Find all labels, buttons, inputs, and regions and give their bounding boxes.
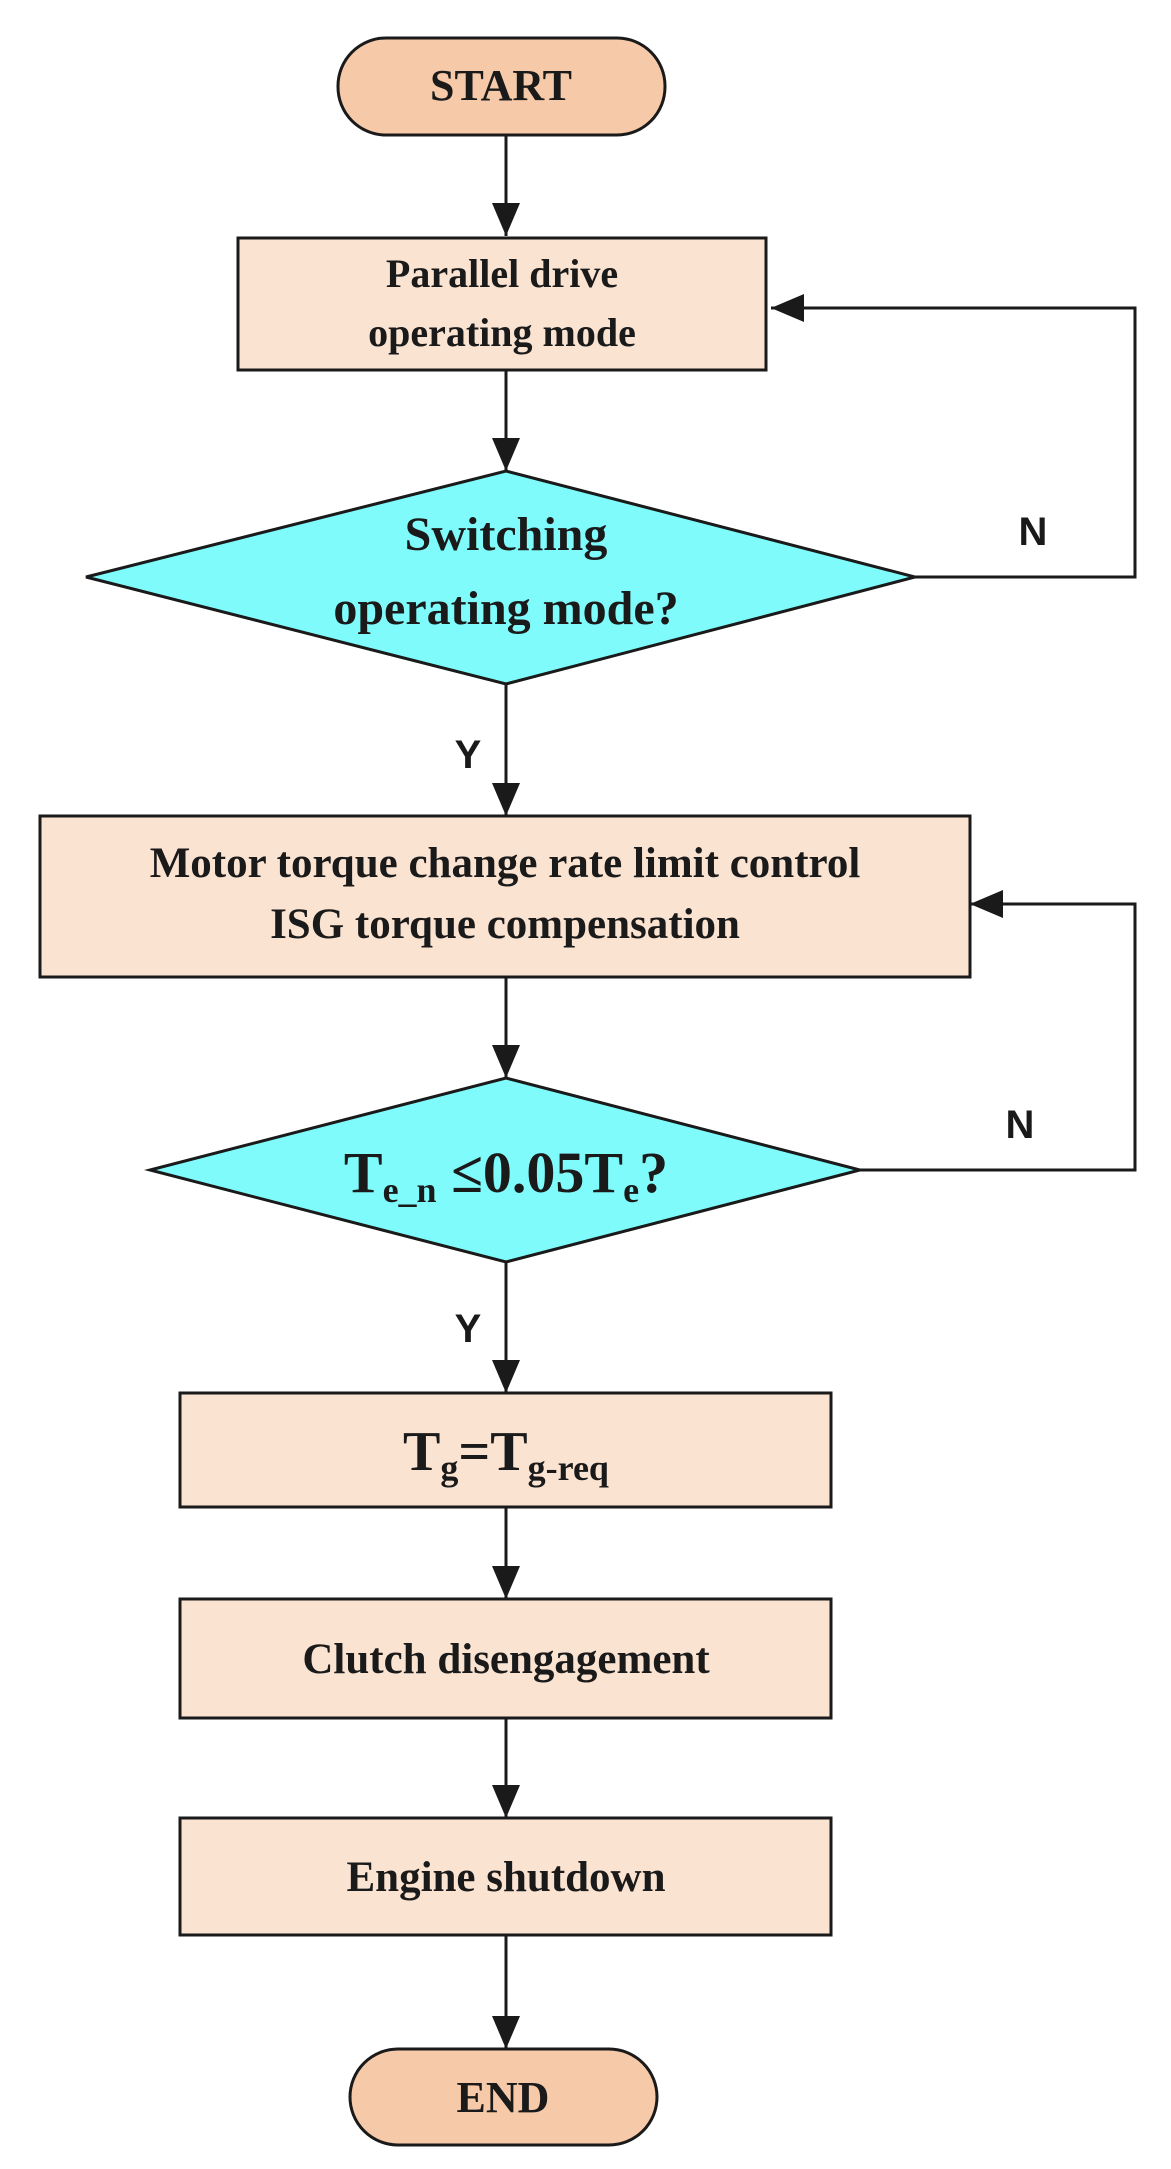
switching-line1: Switching (405, 508, 608, 561)
torque-t1-sub: e_n (383, 1170, 437, 1210)
torque-t1: T (344, 1140, 383, 1205)
end-label: END (457, 2073, 550, 2122)
engine-box: Engine shutdown (178, 1816, 833, 1937)
clutch-label: Clutch disengagement (302, 1636, 710, 1683)
torque-no-label: N (1006, 1103, 1035, 1147)
switching-yes-label: Y (455, 733, 482, 777)
torque-question: ? (639, 1140, 668, 1205)
switching-line2: operating mode? (333, 582, 678, 635)
tg-t1: T (403, 1421, 440, 1483)
torque-operator: ≤0.05T (437, 1140, 624, 1205)
tg-equals: =T (458, 1421, 527, 1483)
end-terminal: END (348, 2047, 659, 2147)
tg-t1-sub: g (440, 1448, 458, 1488)
parallel-drive-box: Parallel drive operating mode (236, 236, 768, 372)
tg-t2-sub: g-req (528, 1448, 609, 1488)
tg-assignment-box: Tg=Tg-req (178, 1391, 833, 1509)
connectors (492, 135, 1137, 2049)
switching-decision: Switching operating mode? (85, 469, 921, 686)
start-terminal: START (336, 36, 667, 137)
motor-torque-box: Motor torque change rate limit control I… (38, 814, 972, 979)
switching-no-label: N (1019, 510, 1048, 554)
clutch-box: Clutch disengagement (178, 1597, 833, 1720)
torque-yes-label: Y (455, 1307, 482, 1351)
parallel-drive-line1: Parallel drive (386, 251, 618, 296)
arrow-torque-no-loop (860, 890, 1137, 1172)
torque-t2-sub: e (623, 1170, 639, 1210)
engine-label: Engine shutdown (346, 1854, 665, 1901)
torque-decision: Te_n ≤0.05Te? (144, 1076, 866, 1264)
motor-torque-line1: Motor torque change rate limit control (150, 840, 861, 887)
start-label: START (430, 61, 572, 110)
tg-equation: Tg=Tg-req (403, 1421, 609, 1488)
motor-torque-line2: ISG torque compensation (270, 901, 740, 948)
arrow-switching-no-loop (771, 294, 1137, 579)
parallel-drive-line2: operating mode (368, 310, 636, 355)
torque-condition: Te_n ≤0.05Te? (344, 1140, 668, 1210)
